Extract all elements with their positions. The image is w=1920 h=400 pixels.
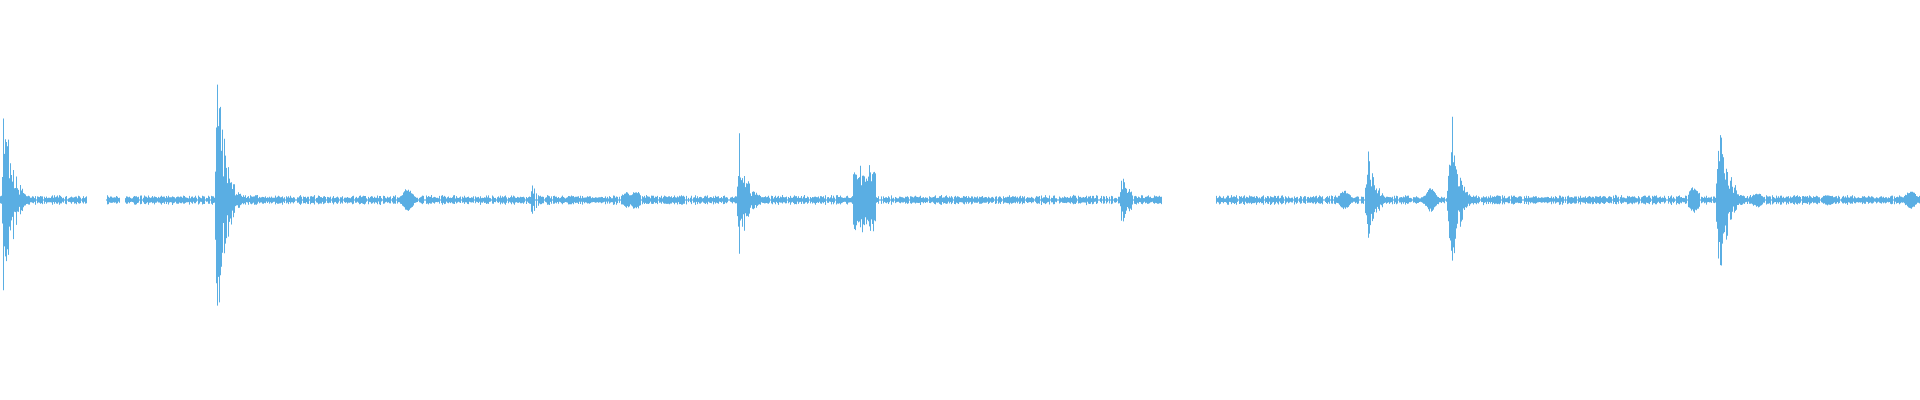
waveform-trace (0, 84, 1920, 306)
waveform-path (0, 84, 1920, 306)
